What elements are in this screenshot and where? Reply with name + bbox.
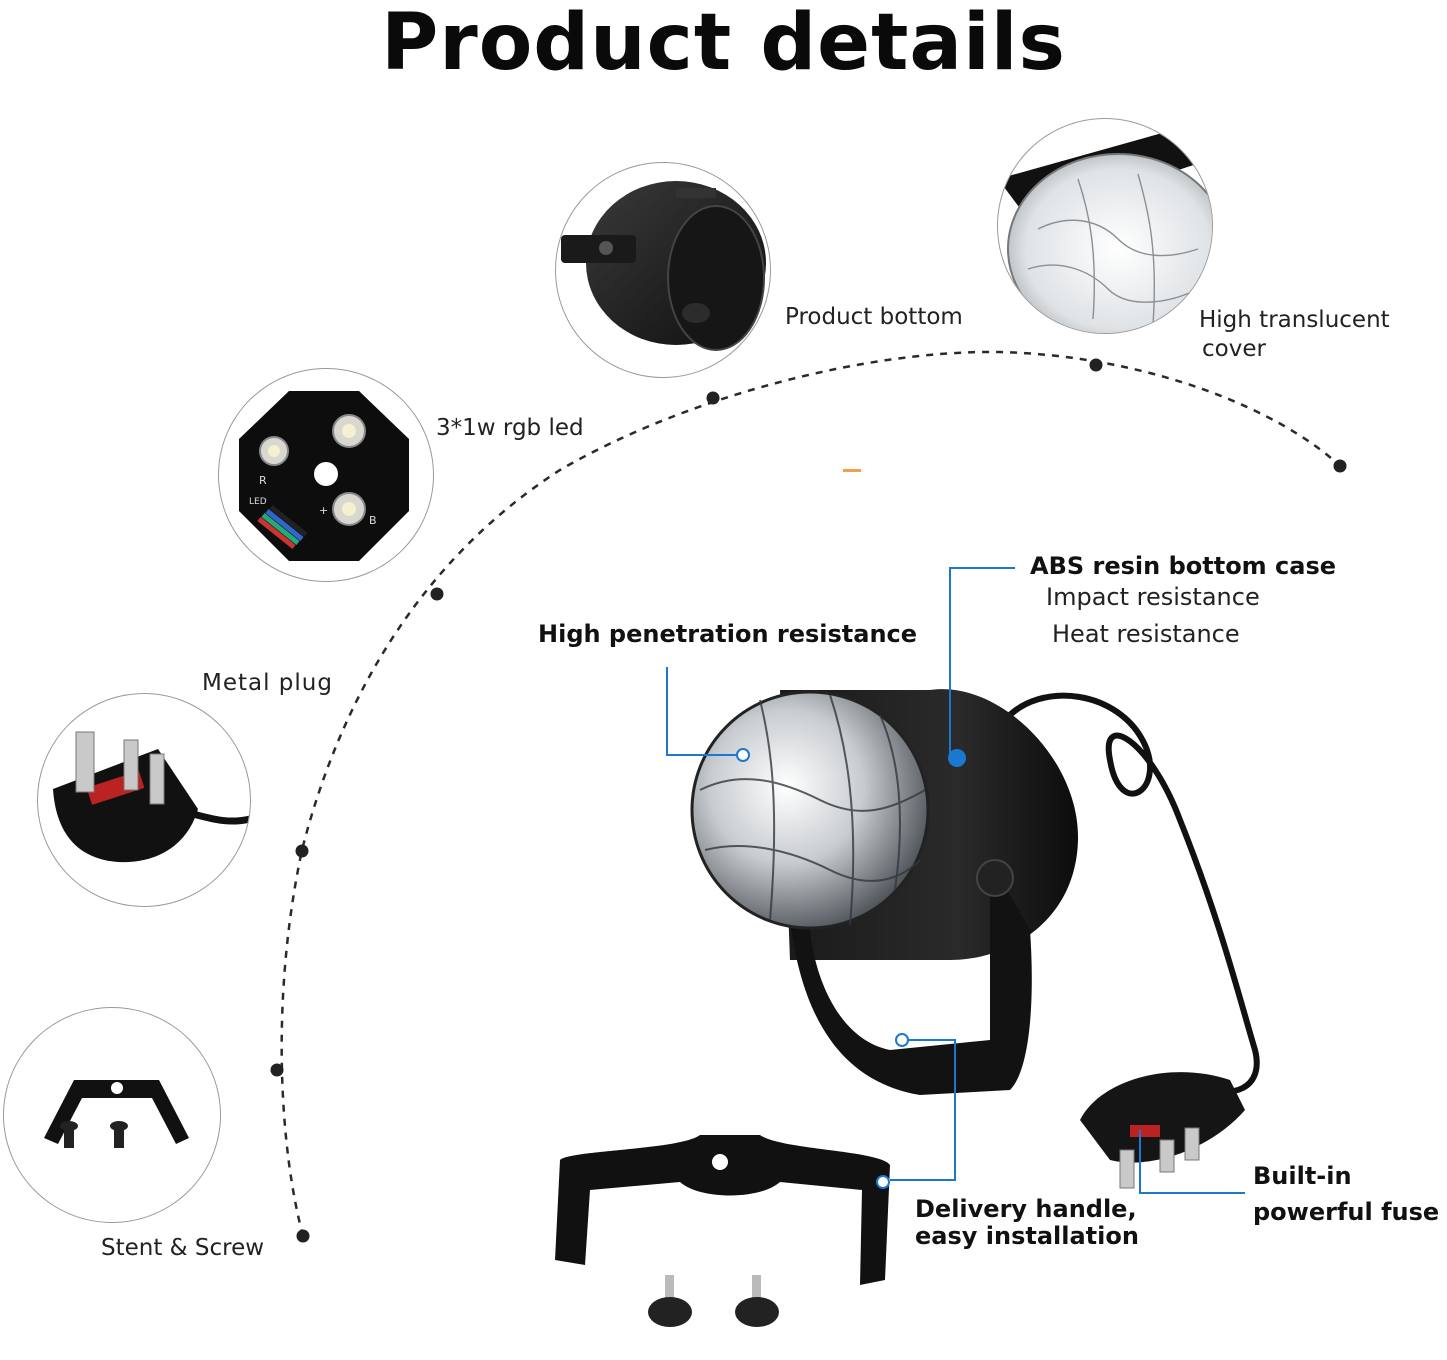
- abs-heat-resistance: Heat resistance: [1052, 620, 1240, 648]
- rgb-led-board-image: R B LED +: [218, 368, 434, 582]
- stent-screw-label: Stent & Screw: [101, 1235, 265, 1261]
- translucent-cover-label-1: High translucent: [1199, 307, 1390, 333]
- arc-dot: [270, 1063, 284, 1077]
- pcb-r-mark: R: [259, 474, 267, 487]
- arc-dot: [430, 587, 444, 601]
- arc-dot: [295, 844, 309, 858]
- penetration-callout: High penetration resistance: [538, 620, 918, 648]
- handle-callout-1: Delivery handle,: [915, 1195, 1137, 1223]
- abs-case-title: ABS resin bottom case: [1030, 552, 1337, 580]
- page-title: Product details: [381, 0, 1066, 88]
- arc-dot: [1089, 358, 1103, 372]
- arc-dot: [706, 391, 720, 405]
- pcb-led-mark: LED: [249, 497, 267, 507]
- abs-impact-resistance: Impact resistance: [1046, 583, 1260, 611]
- fuse-callout-1: Built-in: [1253, 1162, 1352, 1190]
- metal-plug-label: Metal plug: [202, 670, 333, 696]
- pcb-b-mark: B: [369, 514, 377, 527]
- rgb-led-label: 3*1w rgb led: [436, 415, 584, 441]
- metal-plug-image: [37, 693, 251, 907]
- arc-dot: [1333, 459, 1347, 473]
- pcb-plus-mark: +: [319, 504, 328, 517]
- product-bottom-image: [555, 162, 771, 378]
- handle-callout-2: easy installation: [915, 1222, 1139, 1250]
- translucent-cover-label-2: cover: [1202, 336, 1266, 362]
- fuse-callout-2: powerful fuse: [1253, 1198, 1440, 1226]
- translucent-cover-image: [997, 118, 1213, 334]
- stent-screw-image: [3, 1007, 221, 1223]
- arc-dot: [296, 1229, 310, 1243]
- product-bottom-label: Product bottom: [785, 304, 963, 330]
